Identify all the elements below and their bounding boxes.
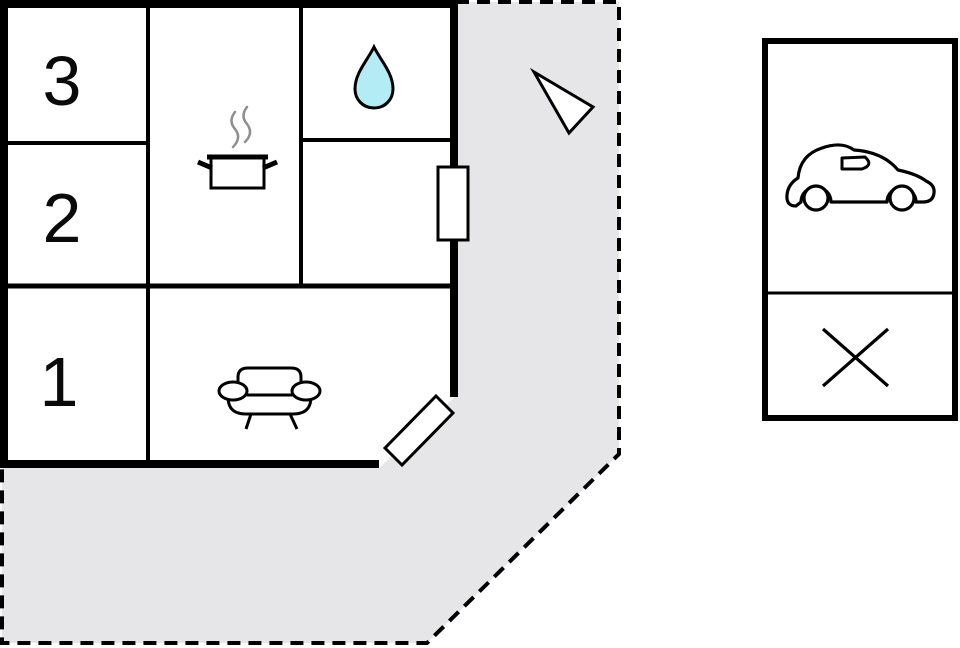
window-marker <box>436 165 470 242</box>
house-interior <box>0 0 458 468</box>
sofa-leg-right <box>288 413 299 430</box>
car-wheel-front <box>888 184 916 212</box>
steam-icon <box>242 105 252 144</box>
plot-boundary-dashed <box>0 0 621 645</box>
room-label-1: 1 <box>40 343 79 421</box>
room-label-2: 2 <box>43 179 82 257</box>
room-label-3: 3 <box>43 42 82 120</box>
sofa-armrest-left <box>217 380 249 402</box>
cross-icon <box>821 327 890 388</box>
terrace-area <box>2 2 619 643</box>
car-wheel-rear <box>802 184 830 212</box>
pot-handle-left <box>197 159 213 171</box>
pot-body <box>209 154 266 190</box>
car-window <box>840 155 871 171</box>
water-drop-icon <box>353 43 395 110</box>
pot-handle-right <box>262 159 278 171</box>
sofa-back <box>236 366 303 393</box>
car-icon <box>785 143 936 212</box>
sofa-icon <box>217 366 322 430</box>
interior-walls <box>4 4 454 464</box>
sofa-leg-left <box>244 413 253 430</box>
outbuilding <box>762 38 958 421</box>
car-body <box>785 143 936 208</box>
sofa-armrest-right <box>290 380 322 402</box>
door-marker <box>382 393 456 468</box>
steam-icon <box>230 110 240 149</box>
cross-line-2 <box>821 327 890 388</box>
cooking-pot-icon <box>197 105 278 190</box>
north-arrow-icon <box>529 67 596 136</box>
